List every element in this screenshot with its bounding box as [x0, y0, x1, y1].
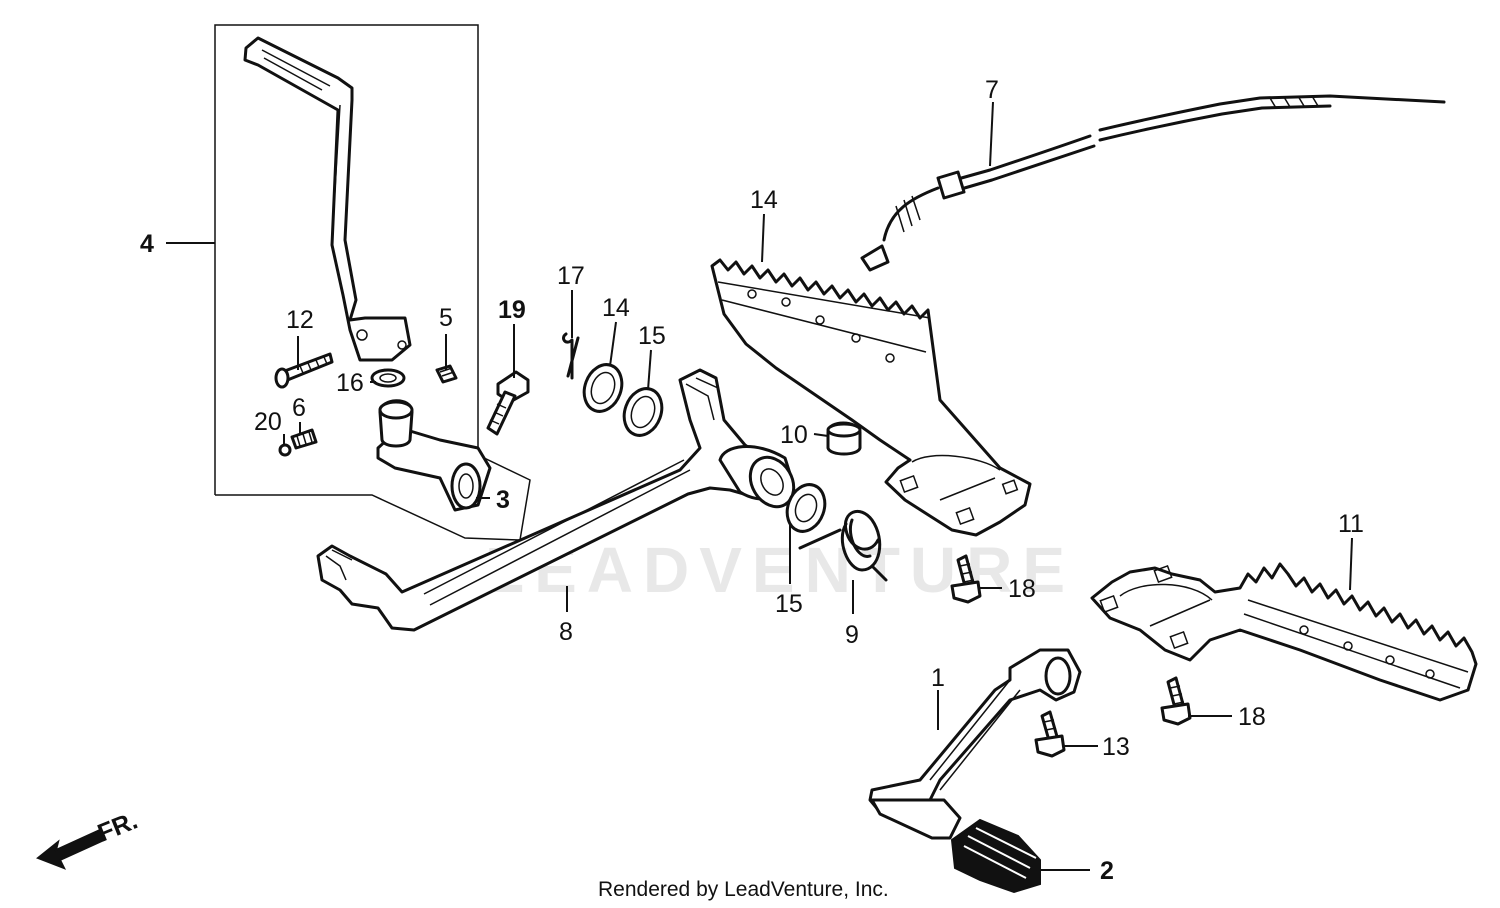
callout-5: 5 [439, 304, 453, 332]
callout-19: 19 [498, 296, 526, 324]
brake-cable [860, 94, 1446, 272]
callout-6: 6 [292, 394, 306, 422]
callout-20: 20 [254, 408, 282, 436]
leader-lines [166, 101, 1353, 871]
washer-15-lower [785, 483, 827, 533]
cap-10 [826, 421, 862, 456]
subassembly-outline [214, 24, 531, 541]
callout-8: 8 [559, 618, 573, 646]
kick-starter-arm [243, 36, 412, 362]
shift-lever [868, 648, 1082, 840]
credit-text: Rendered by LeadVenture, Inc. [598, 878, 889, 901]
callout-18-lower: 18 [1238, 703, 1266, 731]
pin-6 [290, 428, 318, 450]
washer-16 [370, 368, 406, 388]
callout-16: 16 [336, 369, 364, 397]
callout-14-seal: 14 [602, 294, 630, 322]
front-marker-label: FR. [94, 807, 142, 848]
callout-12: 12 [286, 306, 314, 334]
callout-1: 1 [931, 664, 945, 692]
callout-3: 3 [496, 486, 510, 514]
callout-15-lower: 15 [775, 590, 803, 618]
callout-11: 11 [1338, 510, 1364, 538]
callout-4: 4 [140, 230, 154, 258]
bolt-12 [274, 352, 334, 389]
bolt-18-upper [950, 554, 982, 604]
callout-15-upper: 15 [638, 322, 666, 350]
cotter-pin-17 [562, 332, 580, 380]
callout-10: 10 [780, 421, 808, 449]
ball-20 [278, 443, 292, 457]
callout-9: 9 [845, 621, 859, 649]
callout-7: 7 [985, 76, 999, 104]
return-spring-9 [798, 509, 888, 582]
callout-2: 2 [1100, 857, 1114, 885]
callout-13: 13 [1102, 733, 1130, 761]
footpeg-left [1090, 562, 1478, 702]
washer-15-upper [622, 387, 664, 437]
kick-starter-boss [376, 399, 492, 512]
bolt-19 [486, 370, 530, 436]
seal-14-small [582, 363, 624, 413]
front-arrow-icon [36, 828, 106, 870]
bolt-13 [1034, 710, 1066, 758]
callout-18-upper: 18 [1008, 575, 1036, 603]
brake-pedal [316, 368, 796, 632]
footpeg-right [710, 258, 1032, 537]
callout-17: 17 [557, 262, 585, 290]
callout-14-right-peg: 14 [750, 186, 778, 214]
bolt-18-lower [1160, 676, 1192, 726]
rubber-peg [950, 818, 1041, 894]
